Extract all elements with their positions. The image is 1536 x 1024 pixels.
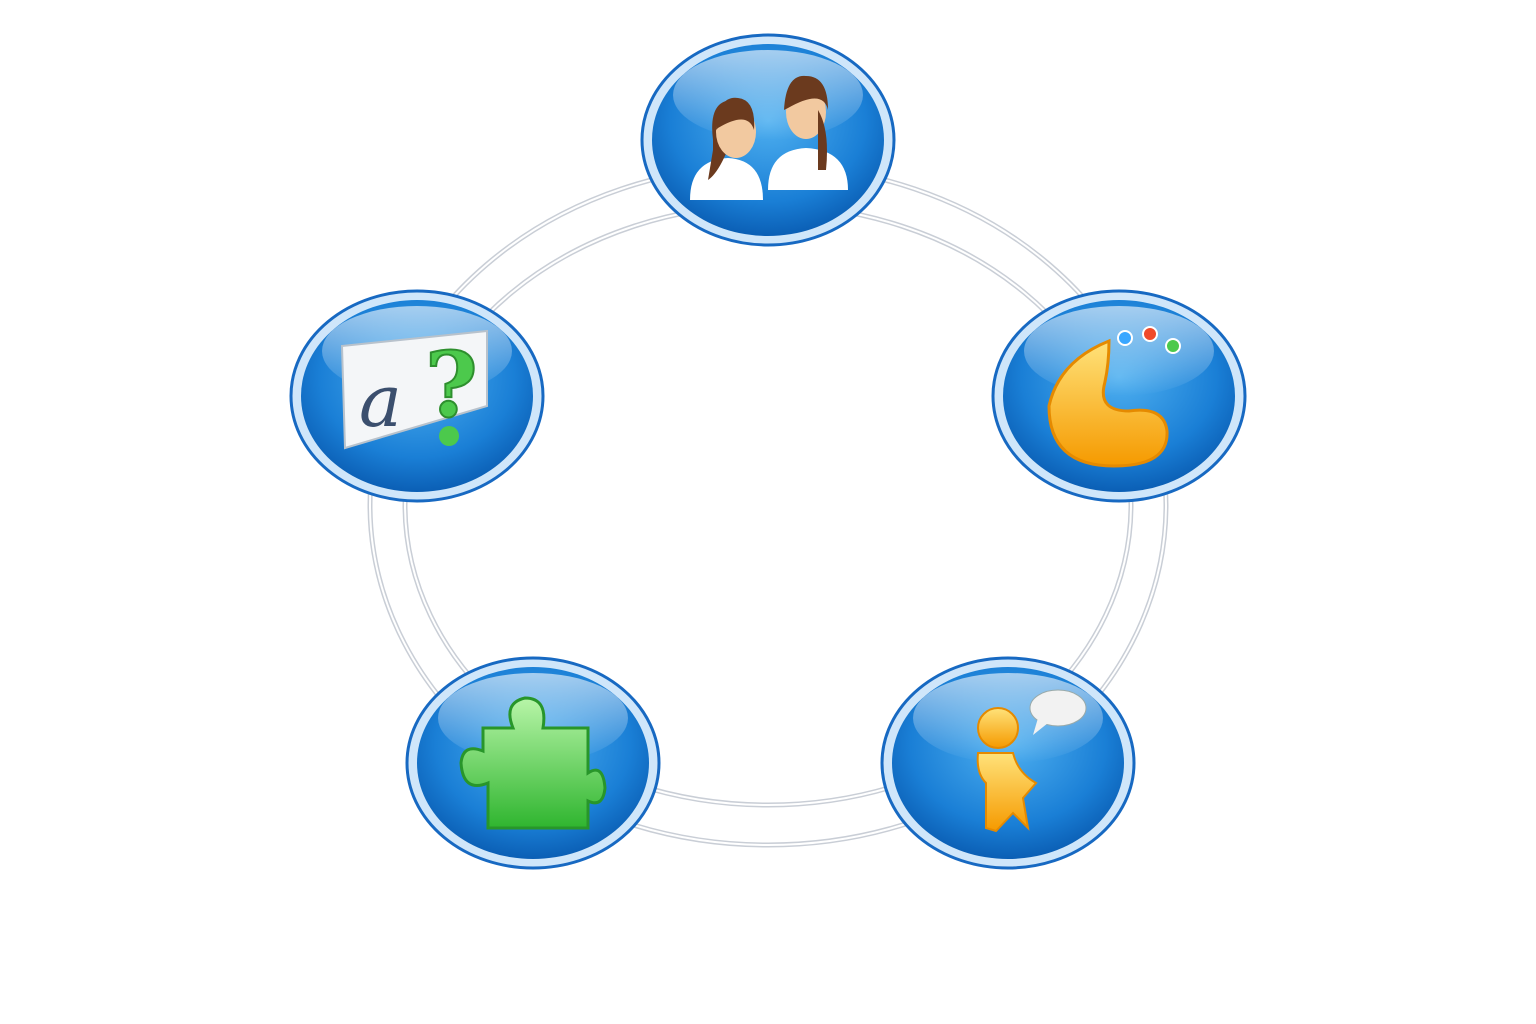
help-letter: a xyxy=(359,359,402,443)
help-question-icon: a ? xyxy=(340,329,488,450)
node-help[interactable]: a ? xyxy=(289,289,545,503)
two-people-icon xyxy=(690,75,848,200)
node-chat[interactable] xyxy=(991,289,1247,503)
person-speech-icon xyxy=(976,689,1087,833)
help-question-mark: ? xyxy=(425,332,478,438)
puzzle-piece-icon xyxy=(459,696,607,830)
node-info[interactable] xyxy=(880,656,1136,870)
chat-bubble-icon xyxy=(1047,326,1181,468)
node-people[interactable] xyxy=(640,33,896,247)
node-plugin[interactable] xyxy=(405,656,661,870)
